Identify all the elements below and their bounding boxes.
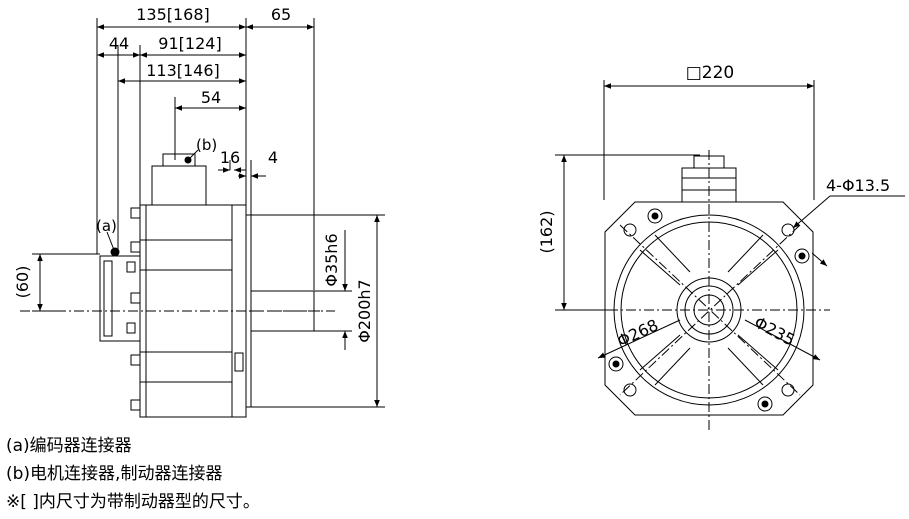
dim-rear: 44 (109, 34, 129, 53)
dim-flange-circle: Φ235 (751, 313, 798, 350)
dim-shaft-dia: Φ35h6 (322, 233, 341, 286)
mount-hole (623, 223, 637, 237)
notes-block: (a)编码器连接器 (b)电机连接器,制动器连接器 ※[ ]内尺寸为带制动器型的… (6, 432, 260, 516)
note-brake-dimensions: ※[ ]内尺寸为带制动器型的尺寸。 (6, 492, 260, 512)
dim-spigot-dia: Φ200h7 (355, 279, 374, 342)
dim-overall: 135[168] (136, 5, 210, 24)
note-motor-connector: (b)电机连接器,制动器连接器 (6, 464, 223, 484)
front-view (555, 80, 905, 430)
dim-body: 91[124] (158, 34, 221, 53)
dim-spigot: 4 (268, 148, 278, 167)
dim-flange: 16 (220, 148, 240, 167)
dim-connector-height: (162) (537, 210, 556, 253)
power-connector (151, 165, 207, 206)
front-flange (604, 201, 814, 416)
leader-mount-holes (792, 195, 831, 229)
label-a: (a) (96, 217, 117, 235)
dim-connector-pos: 54 (201, 88, 221, 107)
dim-shaft-length: 65 (271, 5, 291, 24)
dim-to-connector: 113[146] (146, 61, 220, 80)
leader-flange-circle (744, 319, 821, 361)
dim-encoder-height: (60) (13, 266, 32, 299)
leader-bolt-circle (597, 319, 681, 359)
side-view (20, 18, 385, 418)
dim-flange-square: □220 (686, 63, 735, 83)
label-b: (b) (196, 136, 217, 154)
dim-mount-holes: 4-Φ13.5 (826, 176, 890, 195)
encoder-cap (99, 255, 141, 342)
note-encoder-connector: (a)编码器连接器 (6, 436, 132, 456)
